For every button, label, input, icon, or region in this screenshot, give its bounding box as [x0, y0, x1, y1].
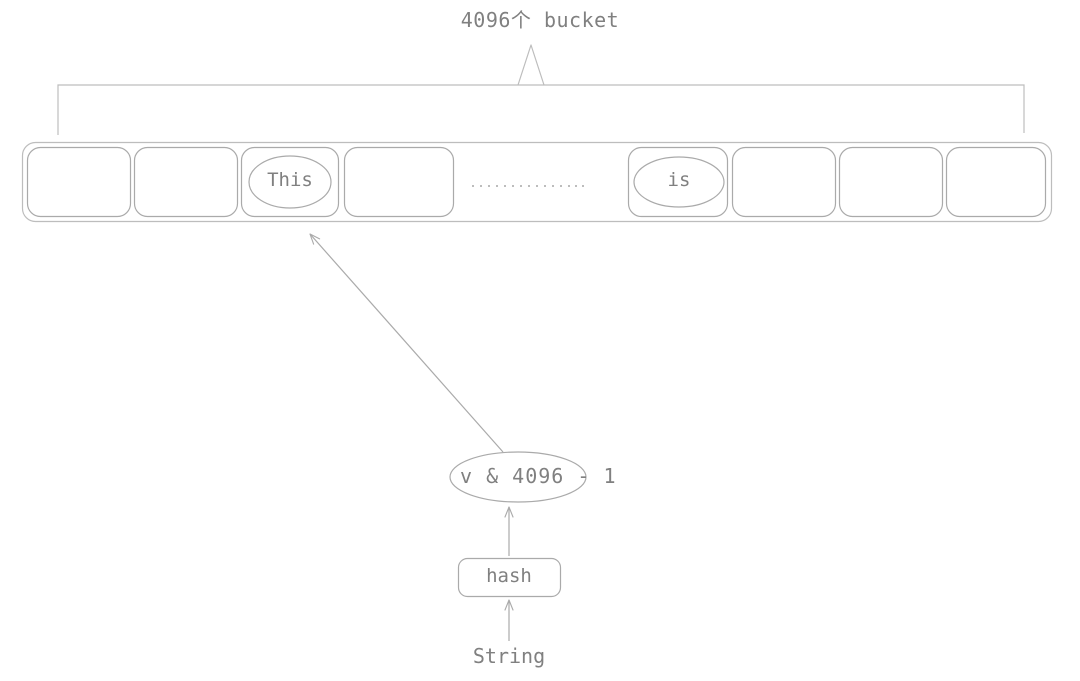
bucket-entry-label-is: is	[667, 169, 691, 191]
bucket-entry-label-this: This	[267, 169, 313, 191]
bucket-cell-5	[731, 146, 837, 218]
bucket-cell-7	[945, 146, 1047, 218]
bucket-cell-4	[627, 146, 729, 218]
formula-node-label: v & 4096 - 1	[460, 464, 617, 488]
bucket-bracket	[57, 84, 1025, 135]
formula-ellipse	[449, 451, 587, 503]
bucket-ellipsis-dots	[472, 185, 584, 187]
bucket-cell-3	[343, 146, 455, 218]
hash-box	[457, 557, 562, 598]
edge-formula-to-bucket	[309, 233, 504, 453]
input-node-label: String	[472, 644, 546, 668]
bucket-cell-6	[838, 146, 944, 218]
bucket-entry-ellipse-this	[248, 155, 332, 209]
bucket-array-title: 4096个 bucket	[460, 8, 620, 32]
bracket-caret-icon	[517, 44, 545, 86]
bucket-cell-1	[133, 146, 239, 218]
bucket-array-container	[21, 141, 1053, 223]
bucket-cell-2	[240, 146, 340, 218]
bucket-entry-ellipse-is	[633, 156, 725, 208]
bucket-cell-0	[26, 146, 132, 218]
hash-node-label: hash	[486, 565, 532, 587]
bucket-cells	[26, 146, 1047, 218]
